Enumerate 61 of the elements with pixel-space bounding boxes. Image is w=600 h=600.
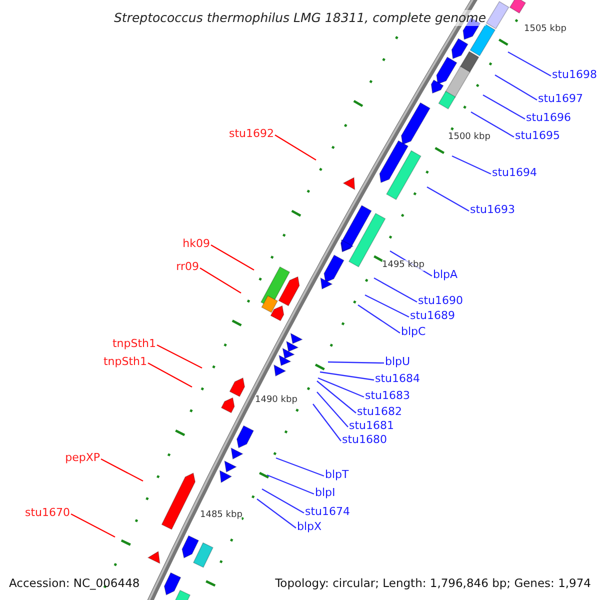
- gene-label: stu1694: [492, 166, 538, 180]
- gene-label: stu1674: [305, 505, 350, 519]
- gene-label: stu1690: [418, 294, 464, 308]
- leader-line: [482, 94, 526, 120]
- gene-label: stu1696: [526, 111, 572, 125]
- gene-label: stu1697: [538, 92, 584, 106]
- leader-line: [316, 380, 356, 414]
- leader-line: [274, 134, 316, 161]
- gene-label: tnpSth1: [112, 337, 156, 351]
- leader-line: [508, 51, 552, 77]
- leader-line: [426, 186, 470, 212]
- gene-label: stu1684: [375, 372, 420, 386]
- scale-label: 1490 kbp: [255, 395, 298, 406]
- leader-line: [470, 111, 514, 138]
- leader-line: [266, 474, 314, 495]
- gene-label: blpC: [401, 325, 426, 339]
- leader-line: [200, 267, 242, 294]
- genome-info-text: Topology: circular; Length: 1,796,846 bp; Genes: 1,974: [275, 576, 591, 590]
- leader-line: [100, 458, 144, 482]
- leader-line: [276, 457, 324, 477]
- leader-line: [358, 304, 400, 334]
- gene-label: blpU: [385, 355, 410, 369]
- gene-label: stu1670: [24, 506, 70, 520]
- leader-line: [452, 155, 492, 175]
- gene-label: blpT: [325, 468, 349, 482]
- leader-line: [256, 498, 296, 528]
- gene-label: stu1683: [365, 389, 410, 403]
- gene-label: blpA: [433, 268, 458, 282]
- leader-line: [210, 244, 254, 271]
- leader-line: [156, 344, 202, 369]
- leader-line: [364, 294, 410, 318]
- gene-label: hk09: [182, 237, 210, 251]
- leader-line: [494, 74, 538, 101]
- gene-label: stu1689: [410, 309, 456, 323]
- leader-line: [318, 377, 364, 398]
- leader-line: [262, 488, 304, 514]
- leader-line: [316, 392, 348, 428]
- gene-label: stu1682: [357, 405, 402, 419]
- leader-line: [328, 361, 384, 364]
- accession-text: Accession: NC_006448: [9, 576, 140, 590]
- gene-label: stu1681: [349, 419, 394, 433]
- gene-label: stu1692: [228, 127, 274, 141]
- leader-line: [320, 371, 374, 381]
- leader-line: [70, 513, 116, 538]
- leader-line: [148, 362, 192, 388]
- scale-label: 1505 kbp: [524, 24, 566, 35]
- leader-line: [374, 277, 418, 303]
- leader-line: [312, 404, 342, 442]
- gene-label: stu1680: [342, 433, 388, 447]
- scale-label: 1500 kbp: [448, 132, 490, 143]
- gene-label: stu1695: [515, 129, 560, 143]
- gene-label: stu1698: [552, 68, 598, 82]
- gene-label: blpI: [315, 486, 336, 500]
- gene-label: tnpSth1: [103, 355, 147, 369]
- map-title: Streptococcus thermophilus LMG 18311, complete genome: [114, 10, 486, 26]
- scale-label: 1495 kbp: [382, 260, 424, 271]
- gene-label: rr09: [176, 260, 199, 274]
- scale-label: 1485 kbp: [200, 510, 242, 521]
- gene-label: blpX: [297, 520, 322, 534]
- gene-label: stu1693: [470, 203, 516, 217]
- gene-label: pepXP: [65, 451, 100, 465]
